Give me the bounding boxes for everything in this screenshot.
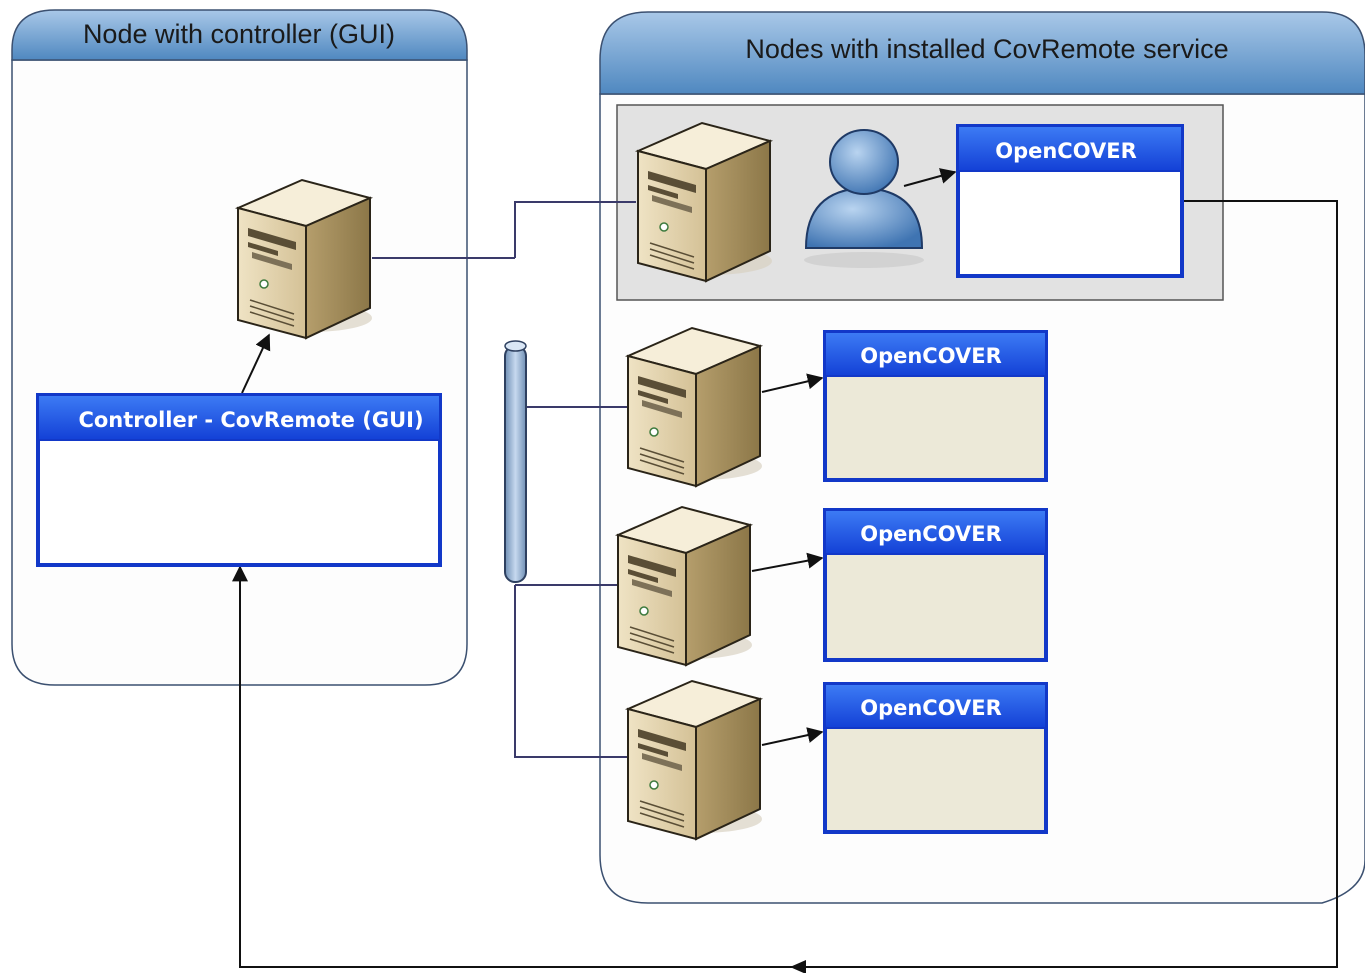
node-4-to-opencover-arrow [761,727,824,746]
controller-window-title: Controller - CovRemote (GUI) [78,408,423,432]
controller-window[interactable]: Controller - CovRemote (GUI) [36,393,442,567]
network-bus [504,340,527,583]
opencover-window-4-title: OpenCOVER [860,696,1002,720]
opencover-window-2[interactable]: OpenCOVER [823,330,1048,482]
node-1-server-icon [637,122,773,282]
service-nodes-title: Nodes with installed CovRemote service [745,34,1228,64]
network-links [372,201,636,758]
controller-node-title: Node with controller (GUI) [83,19,395,49]
feedback-line [232,200,1338,968]
node-3-to-opencover-arrow [751,552,824,572]
node-2-to-opencover-arrow [761,373,824,393]
opencover-window-4[interactable]: OpenCOVER [823,682,1048,834]
node-4-server-icon [627,680,763,840]
opencover-window-2-title: OpenCOVER [860,344,1002,368]
feedback-arrow-icon [790,960,806,973]
opencover-window-1-title: OpenCOVER [995,139,1137,163]
opencover-window-3-title: OpenCOVER [860,522,1002,546]
link-bus-to-node-1 [514,201,636,258]
user-icon [804,129,924,268]
controller-to-server-arrow [241,333,271,394]
opencover-window-3[interactable]: OpenCOVER [823,508,1048,662]
controller-server-icon [237,179,373,339]
opencover-window-1[interactable]: OpenCOVER [956,124,1184,278]
node-2-server-icon [627,327,763,487]
node-3-server-icon [617,506,753,666]
user-to-opencover-arrow [903,168,957,187]
link-bus-to-node-4 [514,585,628,758]
